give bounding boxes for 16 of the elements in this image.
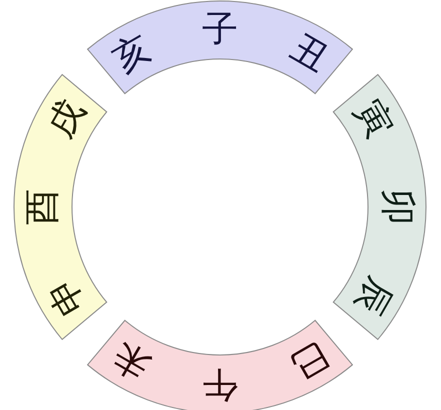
- ring-sector: [332, 73, 427, 341]
- ring-sector: [86, 0, 354, 95]
- sector-label: 卯: [379, 189, 415, 225]
- sector-label: 申: [42, 270, 92, 320]
- ring-sector: [13, 73, 108, 341]
- sector-label: 亥: [106, 29, 156, 78]
- sector-label: 丑: [284, 29, 334, 78]
- ring-sector: [86, 319, 354, 410]
- sector-label: 巳: [284, 336, 334, 385]
- sector-label: 未: [106, 336, 156, 385]
- sector-label: 午: [202, 366, 238, 402]
- sector-label: 子: [202, 12, 238, 48]
- sector-label: 酉: [25, 189, 61, 225]
- sector-label: 寅: [348, 94, 398, 144]
- sector-label: 戌: [42, 94, 92, 144]
- sector-label: 辰: [348, 270, 398, 320]
